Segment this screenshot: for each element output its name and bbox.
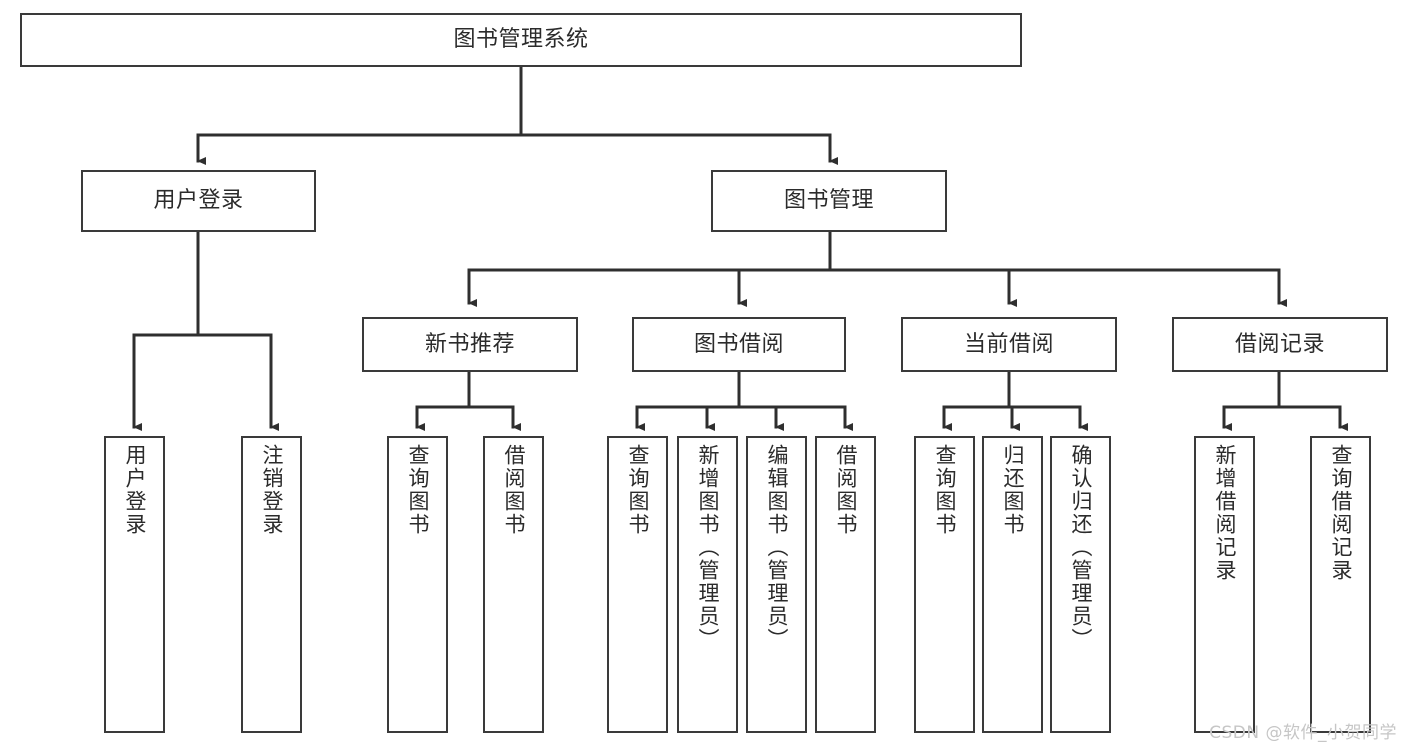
leaf-cb-confirm-return-label: 确认归还（管理员） [1069, 444, 1093, 651]
leaf-br-add-record[interactable]: 新增借阅记录 [1194, 436, 1255, 733]
leaf-bb-borrow-book[interactable]: 借阅图书 [815, 436, 876, 733]
leaf-br-add-record-label: 新增借阅记录 [1213, 444, 1237, 582]
leaf-bb-add-book-label: 新增图书（管理员） [696, 444, 720, 651]
node-new-book-recommend[interactable]: 新书推荐 [362, 317, 578, 372]
leaf-nb-query-book-label: 查询图书 [406, 444, 430, 536]
node-book-management[interactable]: 图书管理 [711, 170, 947, 232]
leaf-bb-borrow-book-label: 借阅图书 [834, 444, 858, 536]
leaf-cb-return-book[interactable]: 归还图书 [982, 436, 1043, 733]
leaf-bb-edit-book[interactable]: 编辑图书（管理员） [746, 436, 807, 733]
leaf-logout[interactable]: 注销登录 [241, 436, 302, 733]
leaf-user-login[interactable]: 用户登录 [104, 436, 165, 733]
leaf-cb-return-book-label: 归还图书 [1001, 444, 1025, 536]
node-book-borrow-label: 图书借阅 [693, 331, 784, 357]
node-root-label: 图书管理系统 [453, 27, 589, 53]
leaf-logout-label: 注销登录 [260, 444, 284, 536]
leaf-cb-query-book-label: 查询图书 [933, 444, 957, 536]
node-root-system[interactable]: 图书管理系统 [20, 13, 1022, 67]
leaf-user-login-label: 用户登录 [123, 444, 147, 536]
leaf-br-query-record[interactable]: 查询借阅记录 [1310, 436, 1371, 733]
leaf-nb-borrow-book-label: 借阅图书 [502, 444, 526, 536]
node-new-book-recommend-label: 新书推荐 [424, 331, 515, 357]
leaf-nb-borrow-book[interactable]: 借阅图书 [483, 436, 544, 733]
leaf-cb-query-book[interactable]: 查询图书 [914, 436, 975, 733]
leaf-bb-query-book-label: 查询图书 [626, 444, 650, 536]
leaf-nb-query-book[interactable]: 查询图书 [387, 436, 448, 733]
node-user-login-label: 用户登录 [153, 188, 244, 214]
leaf-bb-add-book[interactable]: 新增图书（管理员） [677, 436, 738, 733]
node-borrow-record[interactable]: 借阅记录 [1172, 317, 1388, 372]
node-borrow-record-label: 借阅记录 [1234, 331, 1325, 357]
node-user-login[interactable]: 用户登录 [81, 170, 316, 232]
node-current-borrow-label: 当前借阅 [963, 331, 1054, 357]
leaf-bb-query-book[interactable]: 查询图书 [607, 436, 668, 733]
node-current-borrow[interactable]: 当前借阅 [901, 317, 1117, 372]
node-book-management-label: 图书管理 [783, 188, 874, 214]
leaf-cb-confirm-return[interactable]: 确认归还（管理员） [1050, 436, 1111, 733]
leaf-bb-edit-book-label: 编辑图书（管理员） [765, 444, 789, 651]
leaf-br-query-record-label: 查询借阅记录 [1329, 444, 1353, 582]
node-book-borrow[interactable]: 图书借阅 [632, 317, 846, 372]
